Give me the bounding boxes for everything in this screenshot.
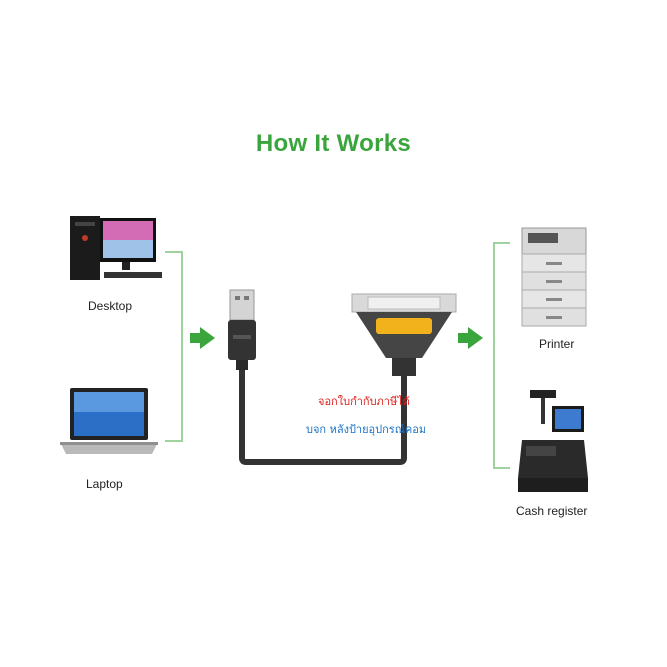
usb-cable [239, 370, 407, 465]
label-desktop: Desktop [88, 299, 133, 313]
parallel-connector-icon [351, 293, 457, 376]
label-cash-register: Cash register [516, 504, 588, 518]
usb-connector-icon [228, 289, 256, 370]
left-bracket [165, 251, 183, 442]
label-laptop: Laptop [86, 477, 123, 491]
page-title: How It Works [255, 130, 412, 157]
printer-icon [521, 227, 587, 327]
label-printer: Printer [539, 337, 575, 351]
right-bracket [493, 242, 510, 469]
arrow-right-icon [190, 327, 215, 349]
cash-register-icon [518, 390, 588, 492]
desktop-icon [70, 216, 162, 280]
watermark-line-2: บจก หลังป้ายอุปกรณ์คอม [306, 423, 427, 436]
arrow-right-icon-2 [458, 327, 483, 349]
watermark-line-1: จอกใบกำกับภาษีได้ [318, 395, 410, 408]
laptop-icon [60, 388, 158, 454]
